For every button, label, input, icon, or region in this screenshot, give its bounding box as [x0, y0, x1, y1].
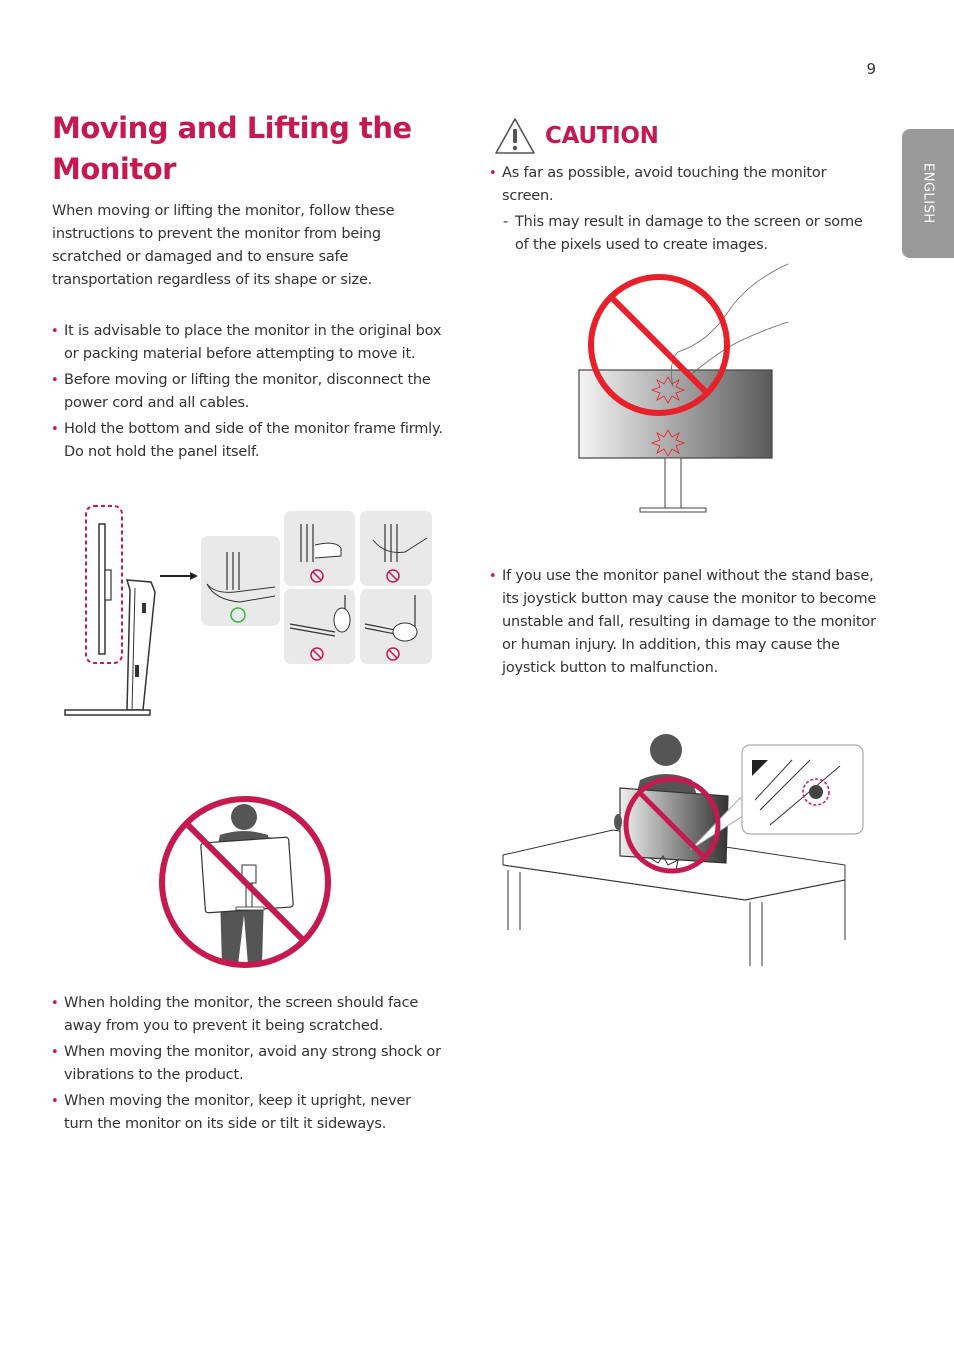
carry-prohibited-illustration	[159, 796, 331, 968]
language-tab-label: ENGLISH	[920, 163, 936, 224]
language-tab: ENGLISH	[902, 129, 954, 258]
list-item: •Before moving or lifting the monitor, d…	[51, 369, 444, 415]
carrying-instructions-list: •When holding the monitor, the screen sh…	[51, 992, 444, 1139]
joystick-prohibited-illustration	[502, 734, 864, 966]
list-item: •When moving the monitor, avoid any stro…	[51, 1041, 444, 1087]
page-number: 9	[866, 60, 876, 78]
caution-label: CAUTION	[545, 123, 659, 149]
incorrect-grip-1	[284, 511, 355, 586]
bullet-icon: •	[51, 324, 59, 339]
grip-illustration	[64, 505, 432, 716]
caution-list: •As far as possible, avoid touching the …	[489, 162, 880, 257]
sub-list-item: -This may result in damage to the screen…	[503, 214, 863, 253]
bullet-icon: •	[51, 1094, 59, 1109]
warning-triangle-icon	[495, 118, 535, 154]
page-title: Moving and Lifting the Monitor	[52, 111, 412, 186]
incorrect-grip-2	[360, 511, 432, 586]
bullet-icon: •	[489, 569, 497, 584]
incorrect-grip-3	[284, 589, 355, 664]
list-item: •As far as possible, avoid touching the …	[489, 162, 880, 208]
list-item: •When holding the monitor, the screen sh…	[51, 992, 444, 1038]
intro-paragraph: When moving or lifting the monitor, foll…	[52, 203, 395, 288]
incorrect-grip-4	[360, 589, 432, 664]
bullet-icon: •	[51, 422, 59, 437]
bullet-icon: •	[51, 1045, 59, 1060]
bullet-icon: •	[489, 166, 497, 181]
list-item: •When moving the monitor, keep it uprigh…	[51, 1090, 444, 1136]
list-item: •If you use the monitor panel without th…	[489, 565, 880, 680]
touch-screen-prohibited-illustration	[578, 263, 789, 513]
bullet-icon: •	[51, 996, 59, 1011]
caution-heading: CAUTION	[493, 115, 659, 157]
joystick-warning-list: •If you use the monitor panel without th…	[489, 565, 880, 683]
list-item: •Hold the bottom and side of the monitor…	[51, 418, 444, 464]
bullet-icon: •	[51, 373, 59, 388]
list-item: •It is advisable to place the monitor in…	[51, 320, 444, 366]
moving-instructions-list: •It is advisable to place the monitor in…	[51, 320, 444, 467]
